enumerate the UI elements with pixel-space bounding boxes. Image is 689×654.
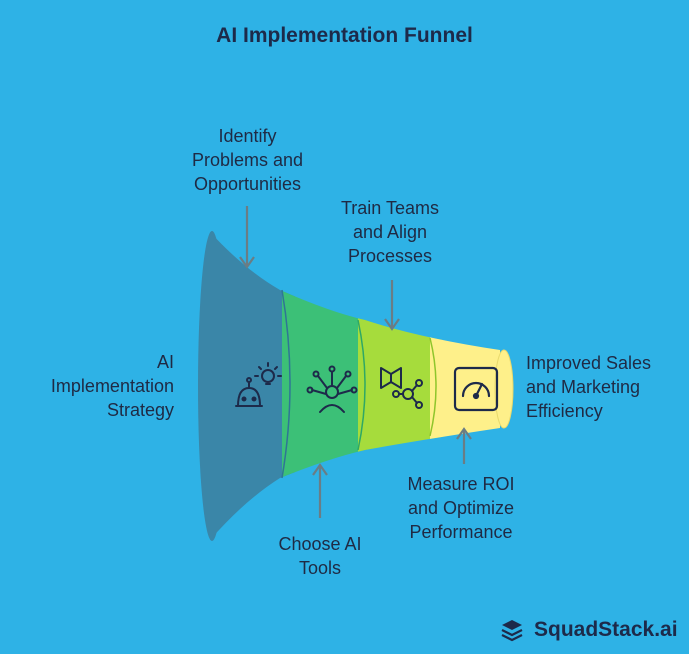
stack-logo-icon: [501, 620, 523, 642]
brand-name: SquadStack.ai: [534, 618, 678, 641]
arrow-train: [384, 280, 400, 331]
stage-label-train: Train Teams and Align Processes: [340, 198, 440, 266]
stage-label-strategy: AI Implementation Strategy: [50, 352, 174, 420]
arrow-identify: [239, 206, 255, 269]
arrow-tools: [312, 463, 328, 518]
annotation-outcome: Improved Sales and Marketing Efficiency: [526, 353, 652, 421]
band-divider-2: [357, 319, 366, 451]
band-divider-3: [429, 337, 437, 437]
annotation-identify: Identify Problems and Opportunities: [191, 126, 304, 194]
book-network-icon: [380, 367, 423, 409]
band-divider-1: [281, 289, 291, 479]
diagram-title: AI Implementation Funnel: [216, 24, 473, 47]
funnel-mouth: [198, 231, 226, 541]
stage-label-measure: Measure ROI and Optimize Performance: [407, 474, 515, 542]
robot-lightbulb-icon: [235, 362, 282, 407]
funnel-outlet: [494, 349, 514, 429]
network-person-icon: [306, 365, 358, 413]
gauge-icon: [453, 366, 499, 412]
stage-label-tools: Choose AI Tools: [278, 534, 362, 578]
brand: SquadStack.ai: [500, 616, 678, 644]
arrow-measure: [456, 427, 472, 464]
